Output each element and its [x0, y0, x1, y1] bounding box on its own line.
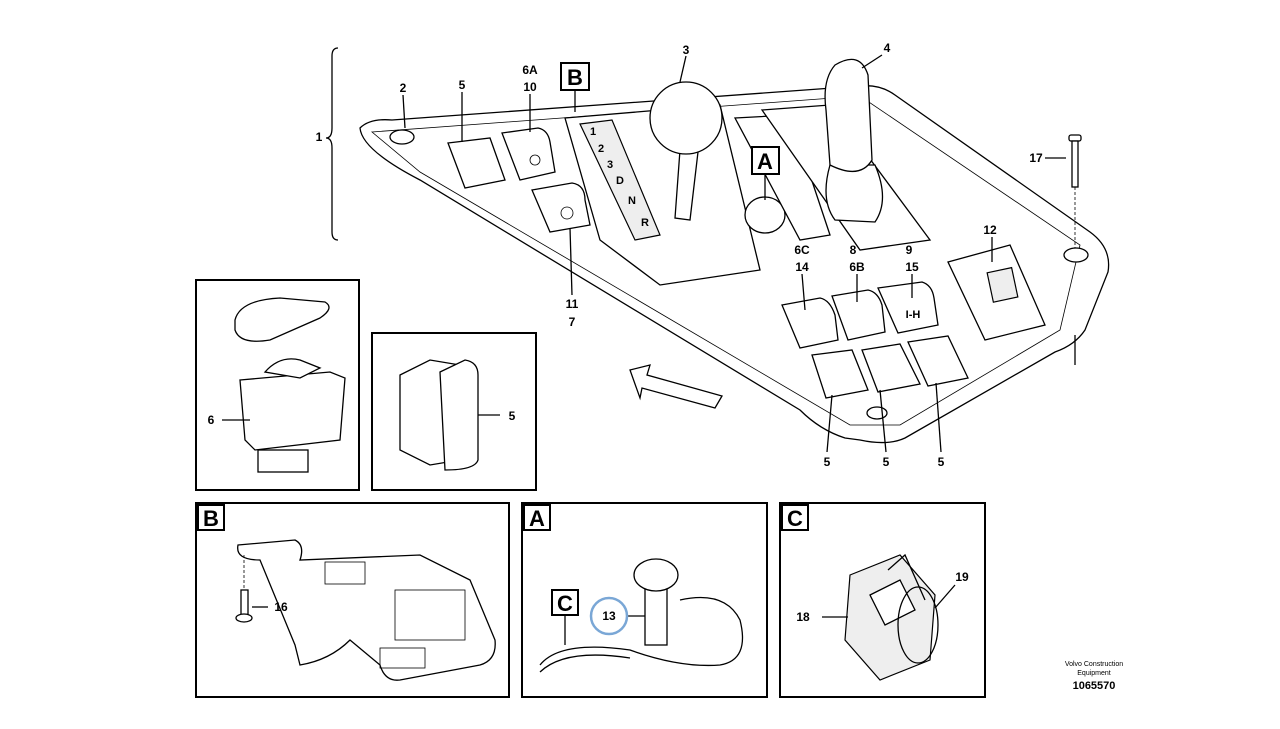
switch-11 [531, 182, 591, 233]
detail-ref-B: B [560, 62, 590, 91]
gear-label: N [628, 195, 636, 207]
push-button-cap [633, 558, 679, 592]
switch-symbol: I-H [906, 309, 921, 321]
cable-tie [897, 586, 939, 664]
drawing-number: 1065570 [1073, 680, 1116, 692]
bolt-17 [1068, 134, 1082, 248]
lever-boot [825, 164, 884, 223]
callout-16: 16 [274, 600, 288, 614]
callout-13: 13 [602, 609, 616, 623]
gear-indicator-labels: 1 2 3 D N R [590, 126, 649, 229]
callout-4: 4 [884, 41, 891, 55]
mounting-hole [866, 406, 888, 420]
rocker-switch-12 [986, 266, 1019, 303]
detail-ref-C: C [557, 591, 573, 616]
company-name-line2: Equipment [1077, 670, 1111, 677]
callout-10: 10 [523, 80, 537, 94]
callout-12: 12 [983, 223, 997, 237]
blank-switch-cover [907, 335, 969, 387]
mounting-hole [389, 129, 415, 145]
highlight-circle [589, 596, 629, 636]
screw-16 [235, 555, 253, 623]
callout-9: 9 [906, 243, 913, 257]
front-direction-arrow [629, 364, 723, 409]
gear-label: R [641, 217, 649, 229]
callout-17: 17 [1029, 151, 1043, 165]
switch-body [239, 371, 346, 451]
callout-14: 14 [795, 260, 809, 274]
callout-5: 5 [883, 455, 890, 469]
drawing-footer: Volvo Construction Equipment 1065570 [1065, 661, 1123, 692]
callout-5: 5 [509, 409, 516, 423]
callout-11: 11 [566, 297, 579, 311]
push-button-body [644, 584, 668, 646]
callout-6A: 6A [522, 63, 538, 77]
blank-switch-cover [811, 349, 869, 399]
gear-label: 2 [598, 143, 604, 155]
svg-text:B: B [567, 65, 583, 90]
detail-C-panel: C 18 19 [779, 502, 986, 698]
mounting-hole [1063, 247, 1089, 263]
leader-lines [402, 54, 1076, 453]
callout-3: 3 [683, 43, 690, 57]
callout-15: 15 [905, 260, 919, 274]
gear-label: 1 [590, 126, 596, 138]
detail-B-title: B [203, 506, 219, 531]
callout-8: 8 [850, 243, 857, 257]
switch-6A [501, 127, 556, 181]
switch-6B [831, 289, 886, 341]
blank-switch-cover [861, 343, 921, 393]
gear-lever-knob [649, 81, 723, 155]
callout-5: 5 [938, 455, 945, 469]
inset-blank-5: 5 [371, 332, 537, 491]
callout-18: 18 [796, 610, 810, 624]
callout-5: 5 [824, 455, 831, 469]
callout-7: 7 [569, 315, 576, 329]
switch-14 [781, 297, 839, 349]
control-panel-assembly: 1 2 3 D N R I-H [359, 58, 1110, 444]
switch-15 [877, 281, 939, 334]
detail-A-title: A [529, 506, 545, 531]
detail-C-title: C [787, 506, 803, 531]
joystick-grip-4 [824, 58, 873, 172]
push-button-13 [744, 196, 786, 234]
inset-switch-6: 6 [195, 279, 360, 491]
switch-cap [234, 297, 330, 342]
callout-2: 2 [400, 81, 407, 95]
callout-6: 6 [208, 413, 215, 427]
detail-A-panel: A C 13 [521, 502, 768, 698]
callout-1: 1 [316, 130, 323, 144]
blank-cover [439, 359, 479, 471]
callout-6B: 6B [849, 260, 865, 274]
company-name: Volvo Construction [1065, 661, 1123, 668]
callout-6C: 6C [794, 243, 810, 257]
gear-label: 3 [607, 159, 613, 171]
callout-5: 5 [459, 78, 466, 92]
callout-19: 19 [955, 570, 969, 584]
gear-label: D [616, 175, 624, 187]
assembly-bracket [325, 47, 339, 241]
gear-indicator-strip [579, 119, 661, 241]
mounting-plate [237, 539, 496, 681]
blank-switch-cover [447, 137, 506, 189]
detail-ref-A: A [751, 146, 780, 175]
detail-B-panel: B 16 [195, 502, 510, 698]
svg-text:A: A [757, 149, 773, 174]
